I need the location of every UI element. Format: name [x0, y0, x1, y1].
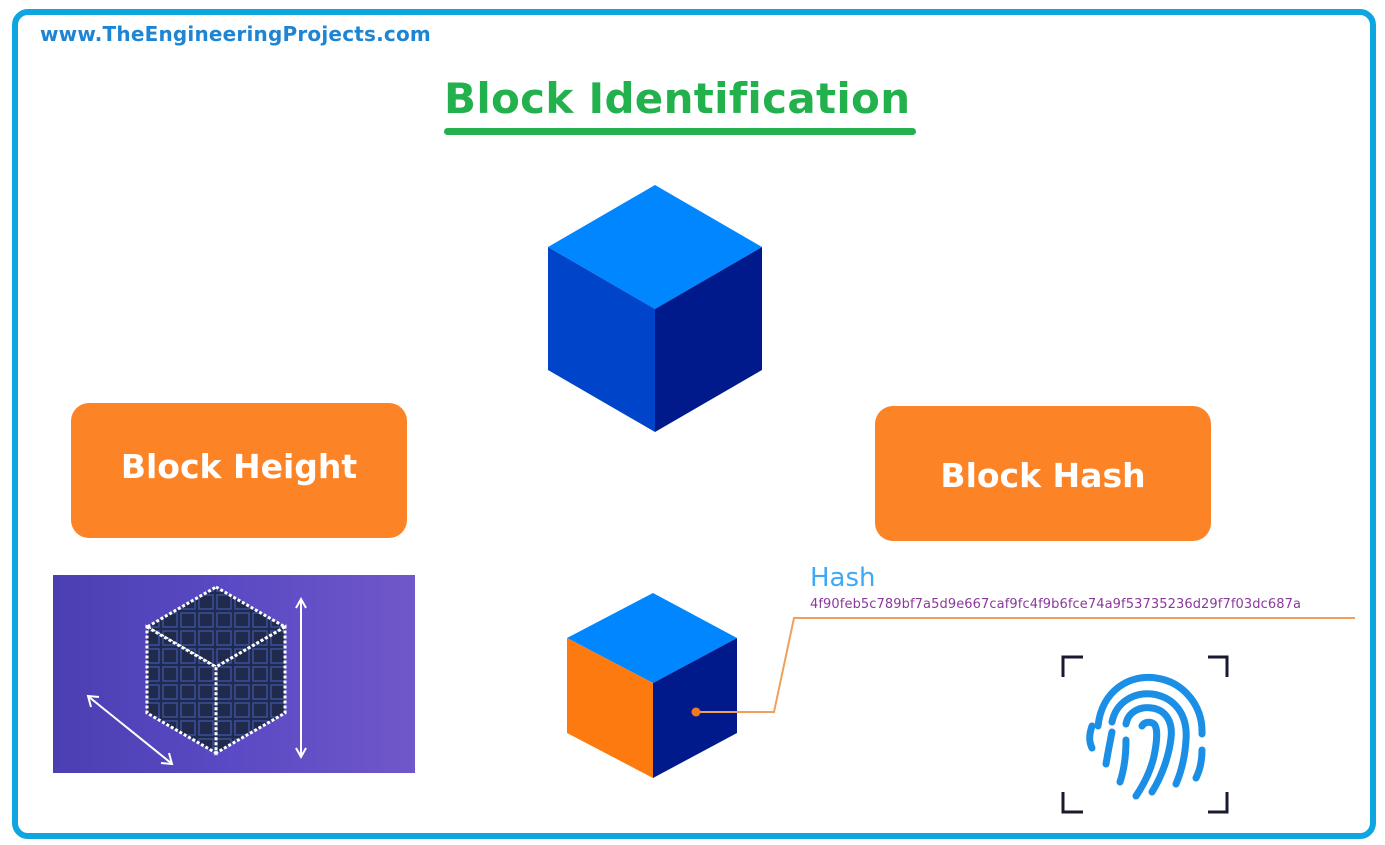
hash-value: 4f90feb5c789bf7a5d9e667caf9fc4f9b6fce74a…: [810, 597, 1302, 612]
hash-label: Hash: [810, 563, 876, 593]
block-height-box: Block Height: [71, 403, 407, 538]
title-underline: [444, 128, 916, 135]
website-watermark: www.TheEngineeringProjects.com: [40, 22, 431, 46]
block-height-illustration: [53, 575, 415, 773]
block-height-label: Block Height: [120, 447, 358, 486]
diagram-title: Block Identification: [444, 74, 911, 123]
fingerprint-icon: [1061, 655, 1229, 814]
blue-cube-icon: [548, 185, 762, 432]
measured-cube-icon: [86, 585, 307, 766]
block-hash-box: Block Hash: [875, 406, 1211, 541]
hash-connector-line: [691, 617, 1355, 717]
block-hash-label: Block Hash: [940, 456, 1146, 495]
